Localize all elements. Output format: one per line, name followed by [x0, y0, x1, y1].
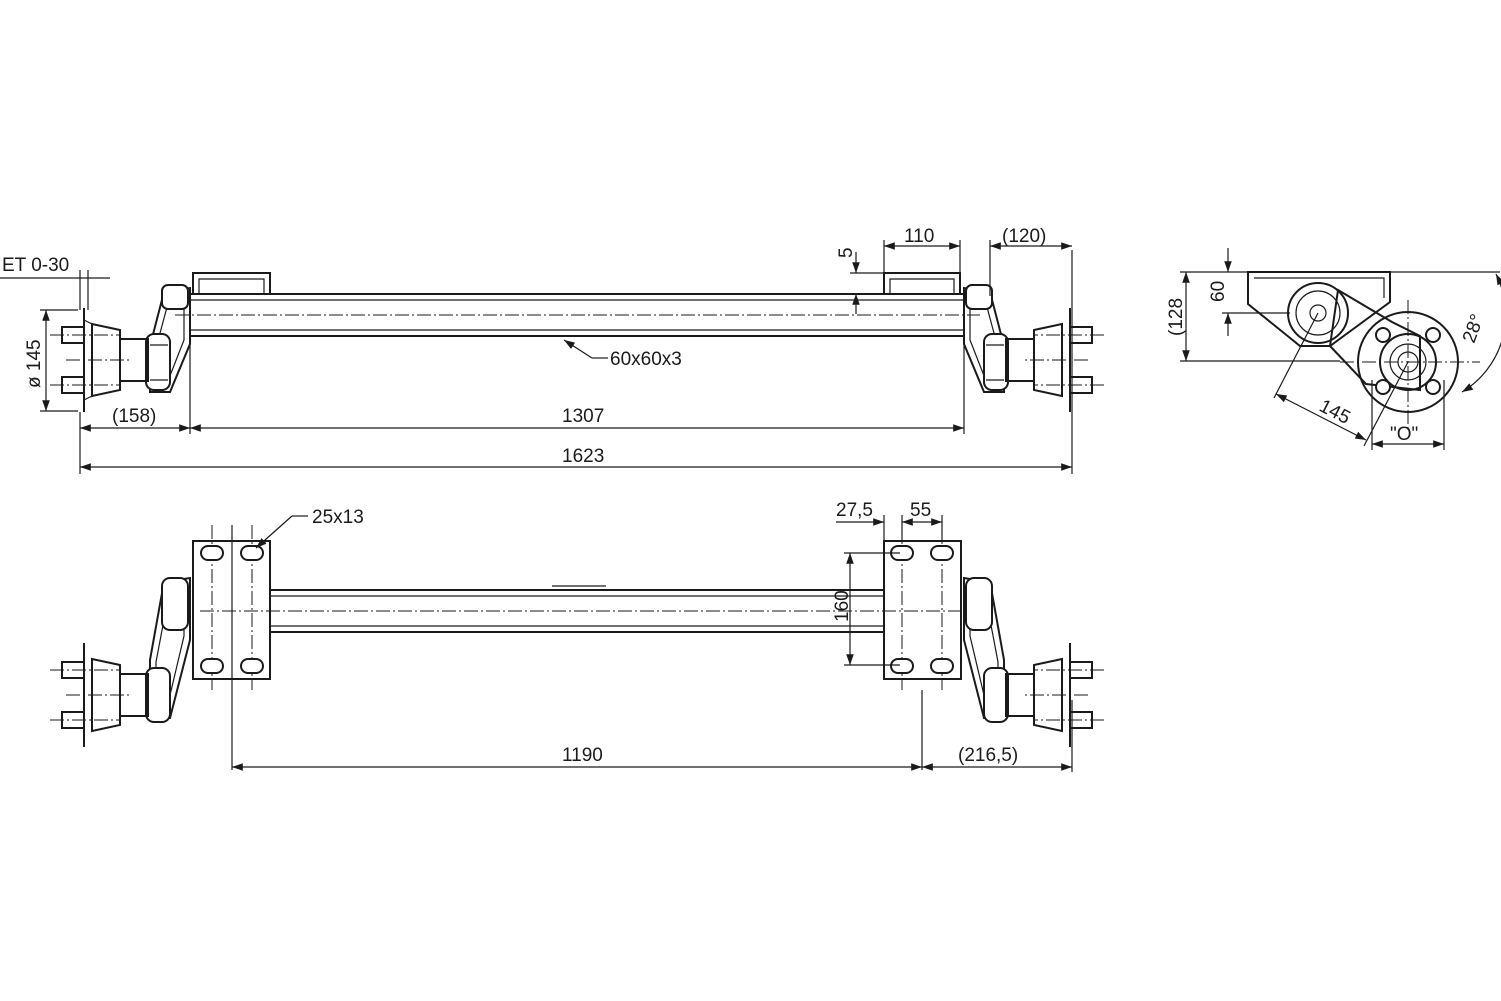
- label-side-28: 28°: [1459, 312, 1489, 346]
- top-dimensions: 25x13 27,5 55 160 1190 (216,5): [232, 500, 1073, 772]
- label-1623: 1623: [562, 446, 604, 467]
- label-side-o: "O": [1390, 424, 1418, 445]
- suspension-right: [963, 284, 1104, 412]
- front-view: ET 0-30 ø 145 (158) 1307 1623 60x60x3: [0, 226, 1104, 474]
- label-hole: 25x13: [312, 507, 364, 528]
- label-1190: 1190: [562, 745, 603, 766]
- label-27-5: 27,5: [836, 500, 873, 521]
- label-side-128: (128: [1166, 298, 1187, 336]
- bracket-right: [883, 272, 961, 294]
- top-view: 25x13 27,5 55 160 1190 (216,5): [50, 500, 1104, 772]
- top-suspension-right: [963, 576, 1104, 747]
- label-120: (120): [1002, 226, 1046, 247]
- label-216-5: (216,5): [958, 745, 1018, 766]
- label-diameter: ø 145: [24, 339, 45, 388]
- label-tube: 60x60x3: [610, 349, 682, 370]
- bracket-left: [192, 272, 271, 294]
- front-dimensions: ET 0-30 ø 145 (158) 1307 1623 60x60x3: [0, 226, 1073, 474]
- mount-plate-right: [883, 540, 962, 680]
- label-1307: 1307: [562, 406, 604, 427]
- label-158: (158): [112, 406, 156, 427]
- label-160: 160: [832, 590, 853, 622]
- label-55: 55: [910, 500, 931, 521]
- label-110: 110: [904, 226, 934, 247]
- label-side-60: 60: [1208, 281, 1229, 302]
- label-side-145: 145: [1316, 396, 1354, 429]
- side-view: (128 60 145 28° "O": [1166, 248, 1501, 450]
- top-suspension-left: [50, 576, 191, 747]
- label-et: ET 0-30: [2, 255, 69, 276]
- suspension-left: [50, 284, 191, 412]
- label-5: 5: [836, 247, 857, 258]
